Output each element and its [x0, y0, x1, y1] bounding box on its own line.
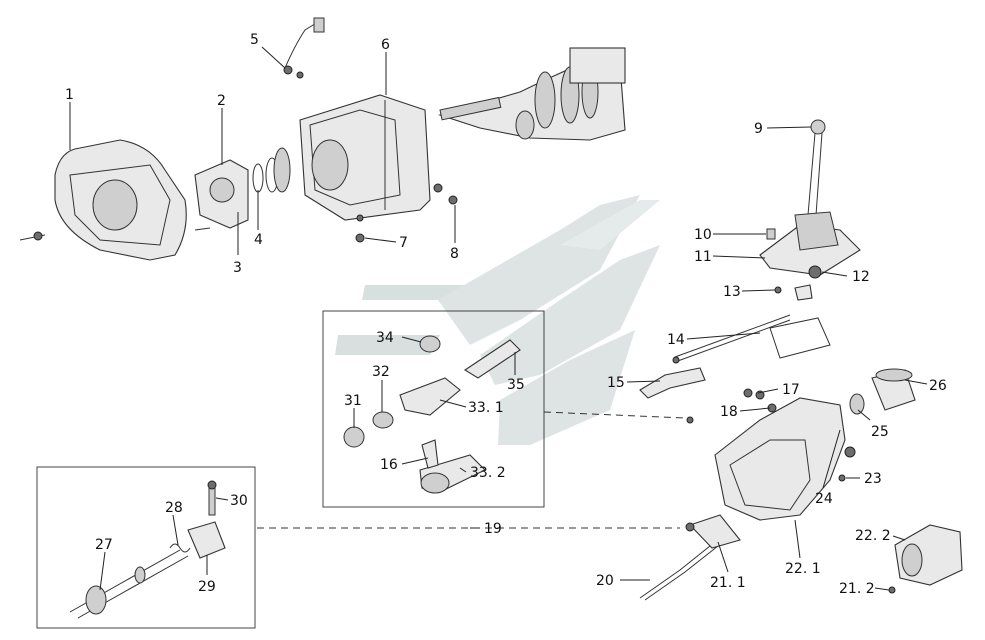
label-27: 27 — [95, 537, 113, 553]
extension-housing — [714, 397, 856, 521]
transmission-case — [299, 94, 431, 243]
shift-fork — [639, 367, 706, 399]
label-8: 8 — [450, 246, 459, 262]
label-24: 24 — [815, 491, 833, 507]
label-23: 23 — [864, 471, 882, 487]
label-21-1: 21. 1 — [710, 575, 746, 591]
label-25: 25 — [871, 424, 889, 440]
front-bearing-retainer — [194, 159, 249, 231]
linkage-arm — [639, 514, 741, 601]
label-12: 12 — [852, 269, 870, 285]
label-21-2: 21. 2 — [839, 581, 875, 597]
label-29: 29 — [198, 579, 216, 595]
seal-and-bushing — [849, 368, 916, 415]
label-33-2: 33. 2 — [470, 465, 506, 481]
label-26: 26 — [929, 378, 947, 394]
label-1: 1 — [65, 87, 74, 103]
label-14: 14 — [667, 332, 685, 348]
label-34: 34 — [376, 330, 394, 346]
sensor-harness — [283, 17, 325, 79]
clutch-housing — [19, 139, 187, 261]
label-16: 16 — [380, 457, 398, 473]
shift-rod — [672, 314, 791, 364]
label-15: 15 — [607, 375, 625, 391]
label-22-2: 22. 2 — [855, 528, 891, 544]
label-22-1: 22. 1 — [785, 561, 821, 577]
label-17: 17 — [782, 382, 800, 398]
label-30: 30 — [230, 493, 248, 509]
label-35: 35 — [507, 377, 525, 393]
label-18: 18 — [720, 404, 738, 420]
bolts-17-18 — [686, 388, 777, 424]
label-2: 2 — [217, 93, 226, 109]
label-4: 4 — [254, 232, 263, 248]
inset-selector-parts — [322, 310, 545, 508]
label-28: 28 — [165, 500, 183, 516]
label-19: 19 — [484, 521, 502, 537]
inset-shaft-parts — [36, 466, 256, 629]
label-6: 6 — [381, 37, 390, 53]
shift-lever-assembly — [759, 119, 861, 359]
label-31: 31 — [344, 393, 362, 409]
label-13: 13 — [723, 284, 741, 300]
label-11: 11 — [694, 249, 712, 265]
label-33-1: 33. 1 — [468, 400, 504, 416]
adapter-housing — [888, 524, 963, 594]
label-3: 3 — [233, 260, 242, 276]
label-7: 7 — [399, 235, 408, 251]
part-number-labels: 1 2 3 4 5 6 7 8 9 10 11 12 13 14 15 16 1… — [65, 32, 947, 597]
label-9: 9 — [754, 121, 763, 137]
label-10: 10 — [694, 227, 712, 243]
leader-lines — [69, 46, 928, 591]
label-5: 5 — [250, 32, 259, 48]
label-20: 20 — [596, 573, 614, 589]
gear-train — [433, 47, 626, 205]
seal-rings — [252, 147, 291, 193]
label-32: 32 — [372, 364, 390, 380]
watermark-logo — [335, 195, 660, 445]
